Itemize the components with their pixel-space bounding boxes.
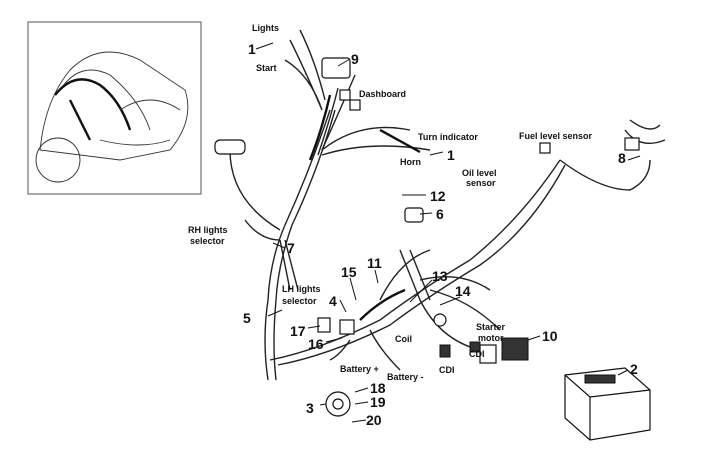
- part-2-battery: [564, 367, 651, 441]
- part-number-4: 4: [329, 293, 337, 309]
- part-number-6: 6: [436, 206, 444, 222]
- cdi-connector: [439, 344, 451, 358]
- part-number-15: 15: [341, 264, 357, 280]
- label-motor: motor: [478, 333, 504, 343]
- label-battery-plus: Battery +: [340, 364, 379, 374]
- cdi-unit: [479, 344, 497, 364]
- main-harness: [229, 29, 666, 381]
- part-number-1b: 1: [447, 147, 455, 163]
- label-lights: Lights: [252, 23, 279, 33]
- part-number-16: 16: [308, 336, 324, 352]
- label-turn-indicator: Turn indicator: [418, 132, 478, 142]
- label-fuel-level-sensor: Fuel level sensor: [519, 131, 593, 141]
- label-battery-minus: Battery -: [387, 372, 424, 382]
- part-number-11: 11: [367, 255, 382, 271]
- label-dashboard: Dashboard: [359, 89, 406, 99]
- part-17: [317, 317, 331, 333]
- part-10-regulator: [501, 337, 529, 361]
- part-number-20: 20: [366, 412, 382, 428]
- label-horn: Horn: [400, 157, 421, 167]
- parts: [214, 57, 651, 441]
- label-starter: Starter: [476, 322, 506, 332]
- scooter-inset: [27, 21, 202, 195]
- part-number-12: 12: [430, 188, 446, 204]
- label-cdi-a: CDI: [469, 349, 485, 359]
- label-lh-lights: LH lights: [282, 284, 321, 294]
- part-number-17: 17: [290, 323, 306, 339]
- part-number-5: 5: [243, 310, 251, 326]
- fuel-sensor-connector: [539, 142, 551, 154]
- label-oil-sensor: sensor: [466, 178, 496, 188]
- part-number-14: 14: [455, 283, 471, 299]
- label-coil: Coil: [395, 334, 412, 344]
- leader-lines: [255, 42, 641, 423]
- horn-center: [332, 398, 344, 410]
- handlebar-switch: [214, 139, 246, 155]
- dashboard-connector: [349, 99, 361, 111]
- part-number-3: 3: [306, 400, 314, 416]
- part-number-8: 8: [618, 150, 626, 166]
- part-number-9: 9: [351, 51, 359, 67]
- label-rh-lights: RH lights: [188, 225, 228, 235]
- part-8-connector: [624, 137, 640, 151]
- label-oil-level: Oil level: [462, 168, 497, 178]
- label-start: Start: [256, 63, 277, 73]
- label-rh-selector: selector: [190, 236, 225, 246]
- part-6: [404, 207, 424, 223]
- part-number-2: 2: [630, 361, 638, 377]
- coil: [433, 313, 447, 327]
- part-number-19: 19: [370, 394, 386, 410]
- part-number-13: 13: [432, 268, 448, 284]
- part-number-10: 10: [542, 328, 558, 344]
- dashboard-connector: [339, 89, 351, 101]
- part-number-1a: 1: [248, 41, 256, 57]
- label-lh-selector: selector: [282, 296, 317, 306]
- cdi-connector: [469, 341, 481, 353]
- part-4: [339, 319, 355, 335]
- part-number-7: 7: [287, 240, 295, 256]
- part-number-18: 18: [370, 380, 386, 396]
- label-cdi-b: CDI: [439, 365, 455, 375]
